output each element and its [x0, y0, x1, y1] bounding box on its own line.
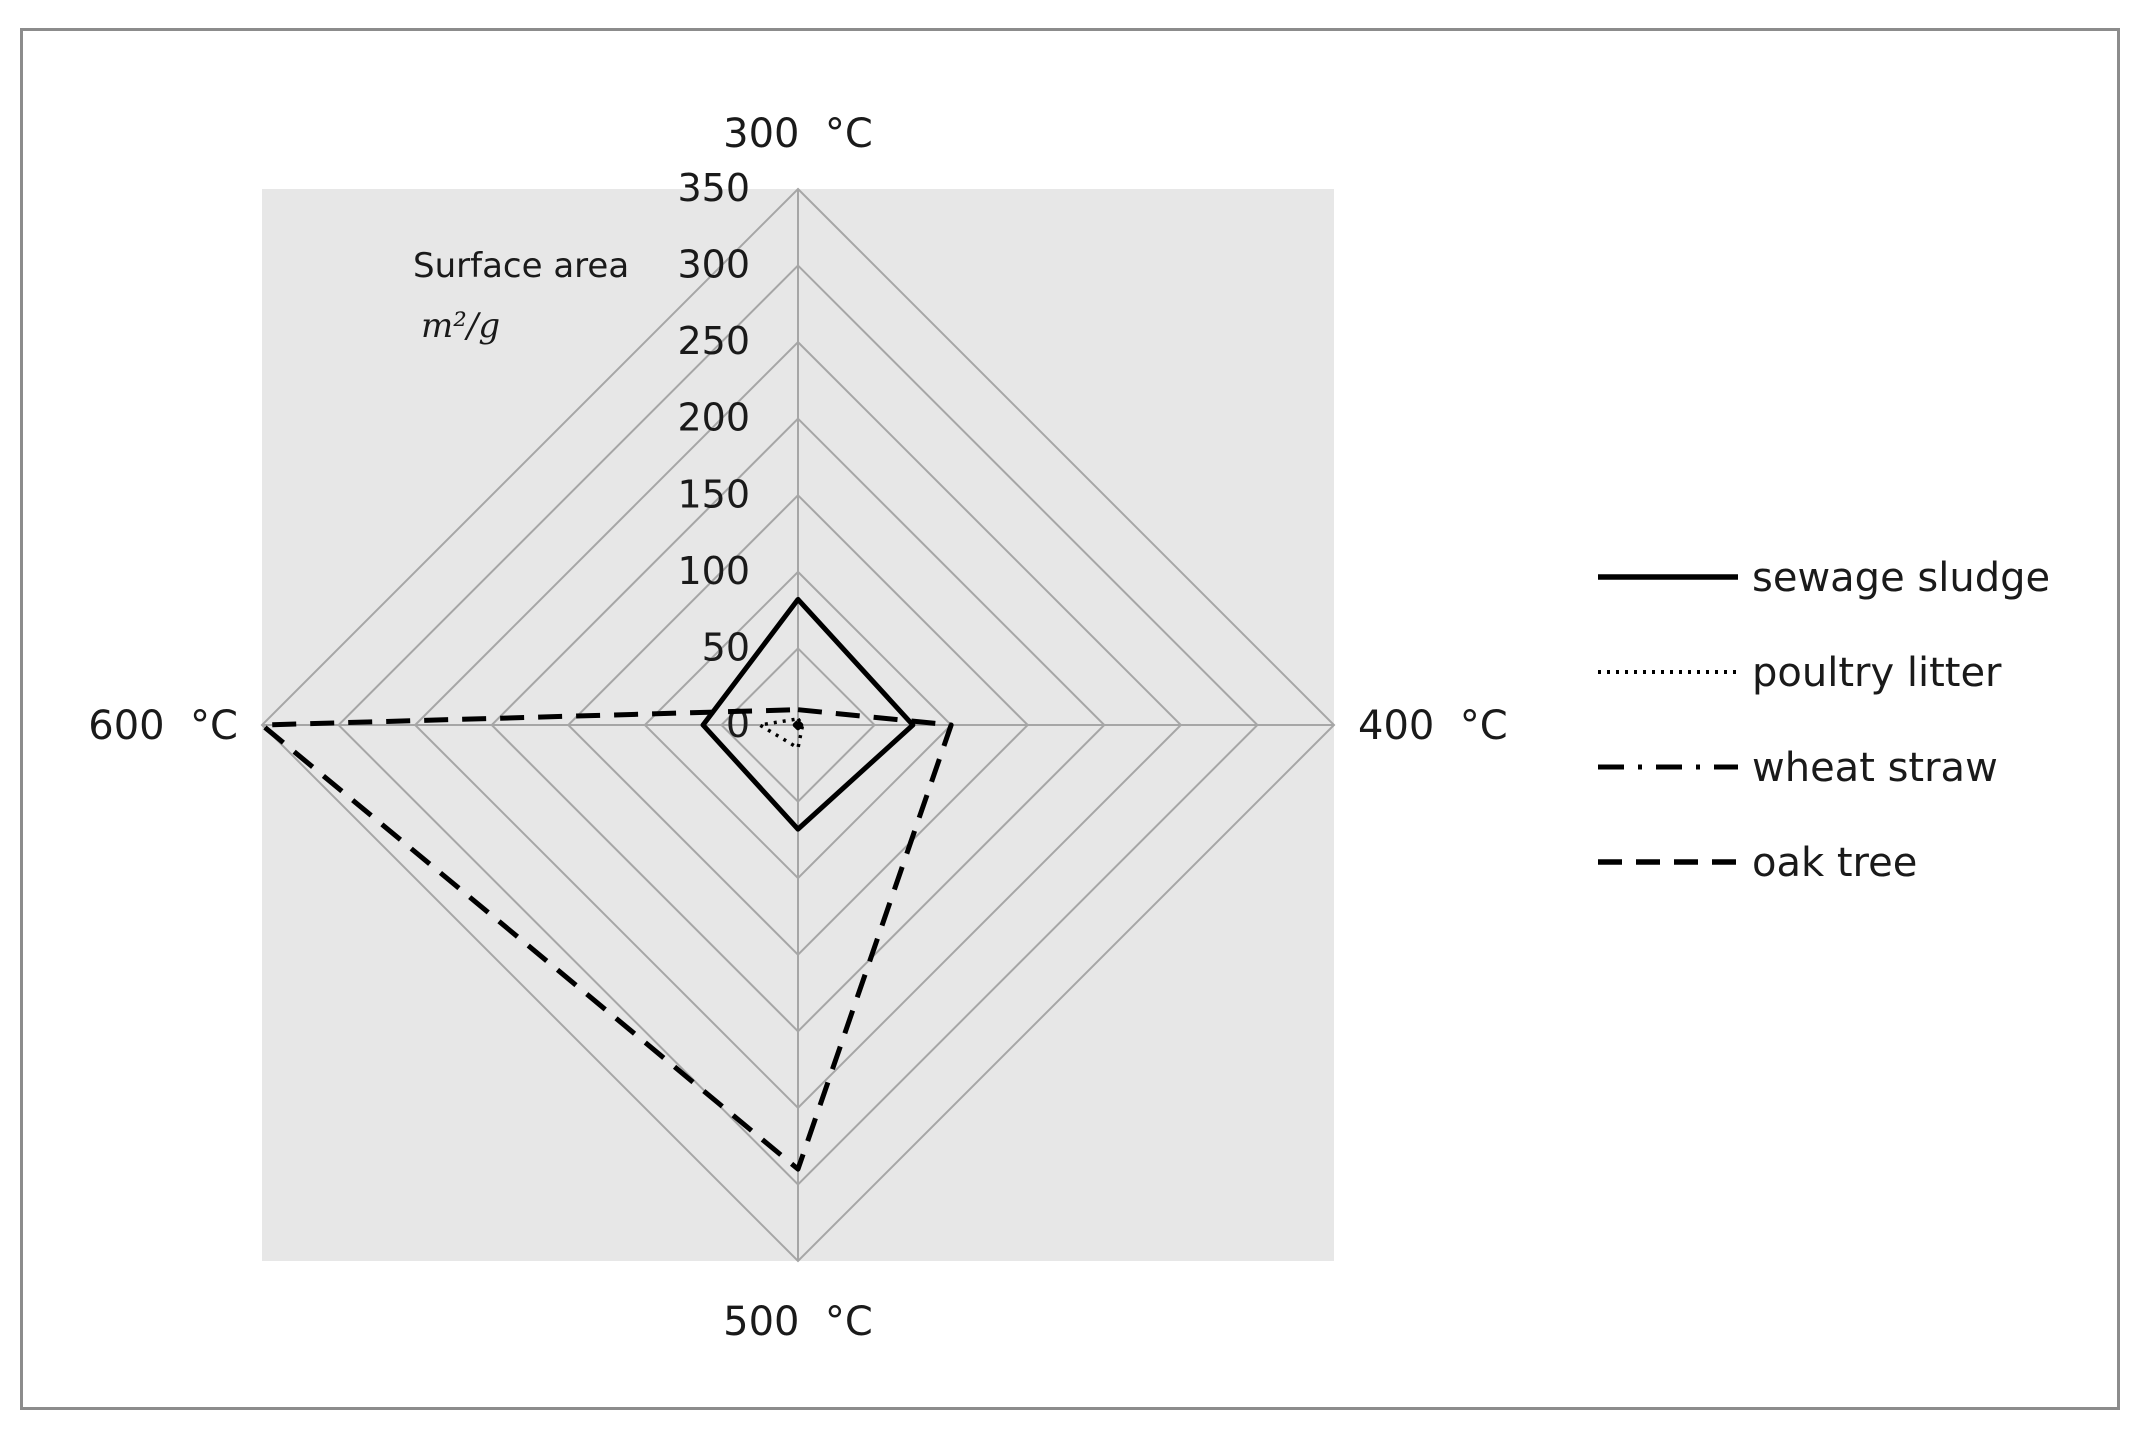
unit-label: Surface area m²/g: [413, 246, 629, 346]
axis-labels: 300 °C 400 °C 500 °C 600 °C: [88, 111, 1507, 1345]
series-line: [792, 719, 804, 731]
axis-label: 600 °C: [88, 703, 238, 749]
legend-label: wheat straw: [1752, 745, 1998, 791]
axis-label: 300 °C: [723, 111, 873, 157]
tick-label: 0: [726, 702, 750, 746]
axis-label: 400 °C: [1358, 703, 1508, 749]
tick-label: 300: [677, 243, 750, 287]
tick-label: 100: [677, 549, 750, 593]
legend-label: poultry litter: [1752, 650, 2002, 696]
axis-label: 500 °C: [723, 1299, 873, 1345]
series-line: [259, 707, 954, 1172]
series: [259, 596, 954, 1172]
tick-label: 250: [677, 319, 750, 363]
tick-label: 50: [702, 625, 750, 669]
unit-label-line1: Surface area: [413, 246, 629, 286]
grid: [260, 187, 1336, 1263]
series-line: [700, 596, 916, 832]
legend-label: sewage sludge: [1752, 555, 2050, 601]
tick-label: 150: [677, 472, 750, 516]
tick-label: 350: [677, 166, 750, 210]
unit-label-line2: m²/g: [421, 306, 500, 346]
chart-frame: 0 50 100 150 200 250 300 350 300 °C 400 °C 500 °C…: [20, 28, 2120, 1410]
radar-chart: 0 50 100 150 200 250 300 350 300 °C 400 °C 500 °C…: [88, 111, 2050, 1345]
tick-label: 200: [677, 396, 750, 440]
legend-label: oak tree: [1752, 840, 1917, 886]
legend: sewage sludge poultry litter wheat straw oa…: [1598, 555, 2050, 886]
tick-labels: 0 50 100 150 200 250 300 350: [677, 166, 750, 746]
